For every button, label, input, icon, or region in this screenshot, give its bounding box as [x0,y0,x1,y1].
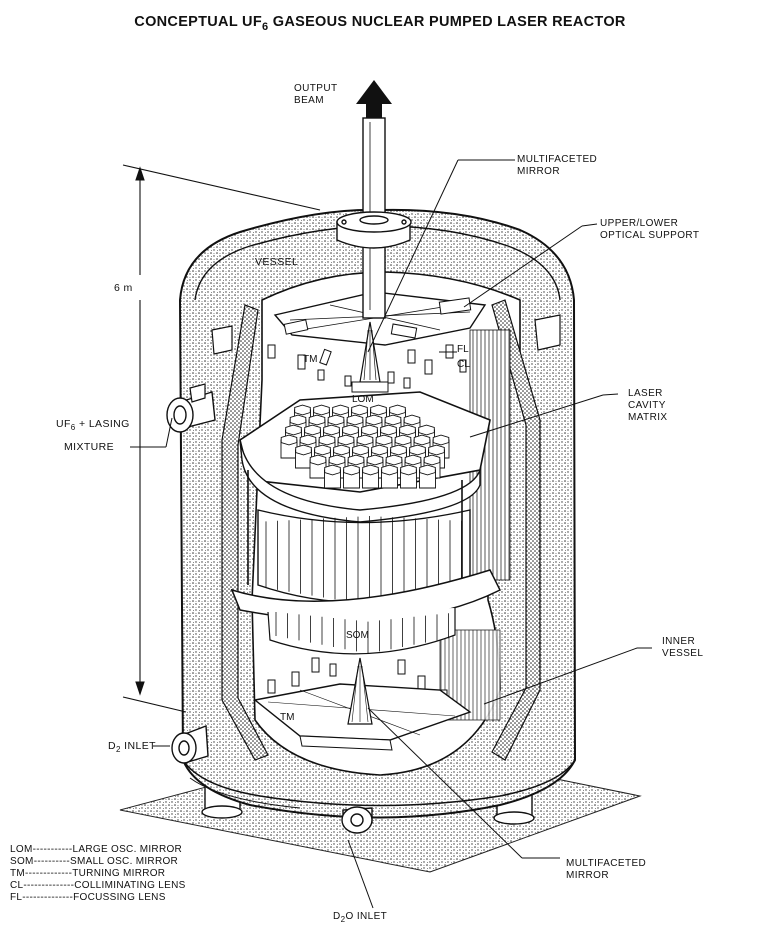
laser-cell [333,444,350,456]
laser-cell [309,454,327,466]
laser-cell [371,444,388,456]
laser-cell [385,454,403,466]
laser-cell [394,434,412,446]
laser-cell [432,434,450,446]
d2o-inlet-label: D2O INLET [333,911,388,924]
laser-cell [332,404,349,416]
fl-label: FL [457,344,469,355]
laser-cell [390,444,407,456]
height-label: 6 m [114,282,133,294]
height-dimension [122,164,321,713]
laser-cell [418,424,435,436]
laser-cell [324,464,341,476]
abbreviation-legend: LOM-----------LARGE OSC. MIRROR SOM-----… [10,844,186,904]
legend-row: CL--------------COLLIMINATING LENS [10,880,186,891]
laser-cell [295,444,312,456]
laser-cell [400,464,417,476]
laser-cell [361,424,378,436]
page-title: CONCEPTUAL UF6 GASEOUS NUCLEAR PUMPED LA… [134,14,626,33]
laser-cell [337,434,355,446]
tm-top-label: TM [303,354,318,365]
laser-cell [318,434,336,446]
laser-cell [343,464,360,476]
laser-cell [370,404,387,416]
laser-cell [356,434,374,446]
som-label: SOM [346,630,369,641]
laser-cell [308,414,326,426]
tm-bottom-label: TM [280,712,295,723]
laser-cell [389,404,406,416]
laser-cell [304,424,321,436]
legend-row: LOM-----------LARGE OSC. MIRROR [10,844,183,855]
laser-cell [352,444,369,456]
laser-cell [314,444,331,456]
laser-cell [328,454,346,466]
laser-cell [380,424,397,436]
laser-cavity-matrix [280,404,450,489]
lom-label: LOM [352,394,374,405]
laser-cell [362,464,379,476]
laser-cell [299,434,317,446]
laser-cell [351,404,368,416]
laser-cell [403,414,421,426]
laser-cell [384,414,402,426]
uf6-lasing-label: UF6 + LASING [56,418,130,433]
laser-cell [404,454,422,466]
laser-cell [327,414,345,426]
laser-cell [413,434,431,446]
d2-inlet-label: D2 INLET [108,740,156,755]
laser-cell [342,424,359,436]
laser-cell [289,414,307,426]
laser-cell [381,464,398,476]
mixture-label: MIXTURE [64,441,115,453]
legend-row: FL--------------FOCUSSING LENS [10,892,166,903]
vessel-label: VESSEL [255,256,299,268]
output-beam-arrow [356,80,392,118]
laser-cell [366,454,384,466]
top-flange [336,211,412,249]
laser-cell [419,464,436,476]
d2o-inlet-nozzle [341,806,373,834]
laser-cell [409,444,426,456]
d2-inlet-nozzle [171,725,209,764]
legend-row: TM-------------TURNING MIRROR [10,868,166,879]
laser-cell [365,414,383,426]
leader-lines [130,159,652,909]
laser-cell [280,434,298,446]
laser-cell [347,454,365,466]
laser-cell [323,424,340,436]
legend-row: SOM----------SMALL OSC. MIRROR [10,856,179,867]
uf6-inlet-nozzle [166,391,216,433]
laser-cell [313,404,330,416]
laser-cell [375,434,393,446]
cl-label: CL [457,359,470,370]
laser-cell [346,414,364,426]
laser-cell [423,454,441,466]
laser-cell [399,424,416,436]
laser-cell [428,444,445,456]
laser-cell [285,424,302,436]
laser-cell [294,404,311,416]
